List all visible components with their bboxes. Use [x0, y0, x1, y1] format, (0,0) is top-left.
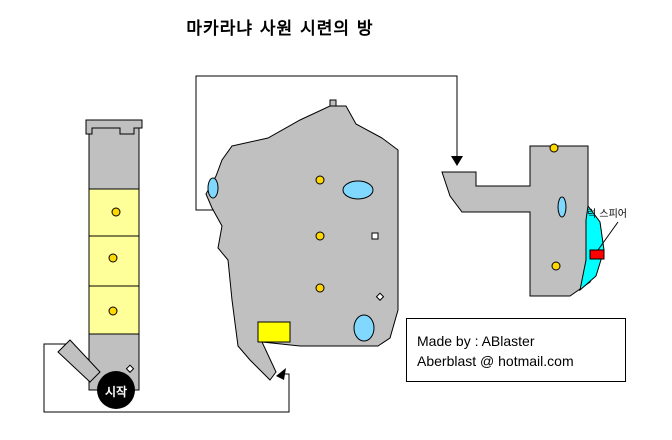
credit-email: Aberblast @ hotmail.com: [417, 353, 574, 369]
route-top-loop: [195, 75, 458, 211]
sphere-dot: [315, 283, 325, 293]
entry-arrow: [451, 156, 463, 166]
right-chamber: [441, 143, 619, 297]
corridor-cap: [85, 119, 143, 135]
sphere-dot: [315, 175, 325, 185]
entry-arrow: [276, 368, 286, 380]
start-label: 시작: [104, 385, 128, 399]
left-corridor: [57, 119, 143, 409]
item-pointer: [597, 221, 619, 251]
entry-ramp: [57, 339, 101, 383]
ice-wall: [579, 204, 605, 292]
pedestal: [353, 314, 375, 342]
marker-small: [125, 364, 135, 373]
top-notch: [329, 99, 337, 107]
start-marker: [97, 371, 135, 409]
route-start-loop: [43, 343, 290, 413]
trigger-floor: [257, 321, 291, 343]
marker-small: [371, 232, 379, 240]
sphere-dot: [551, 261, 561, 271]
central-chamber: [205, 99, 399, 381]
chamber-floor: [441, 145, 601, 297]
sphere-dot: [108, 306, 118, 316]
route-lines: [43, 75, 458, 413]
wall-pedestal: [557, 196, 567, 218]
credit-box: Made by : ABlaster Aberblast @ hotmail.c…: [406, 318, 626, 382]
sphere-dot: [108, 253, 118, 263]
credit-author: Made by : ABlaster: [417, 333, 535, 349]
chest: [589, 249, 605, 260]
sphere-dot: [315, 231, 325, 241]
map-title: 마카라냐 사원 시련의 방: [186, 19, 374, 39]
pedestal: [342, 180, 374, 200]
chamber-floor: [205, 105, 399, 381]
sphere-dot: [111, 207, 121, 217]
marker-small: [375, 292, 385, 301]
wall-pedestal: [207, 177, 219, 199]
sphere-dot: [549, 143, 559, 153]
item-label: 럭 스피어: [587, 209, 627, 220]
